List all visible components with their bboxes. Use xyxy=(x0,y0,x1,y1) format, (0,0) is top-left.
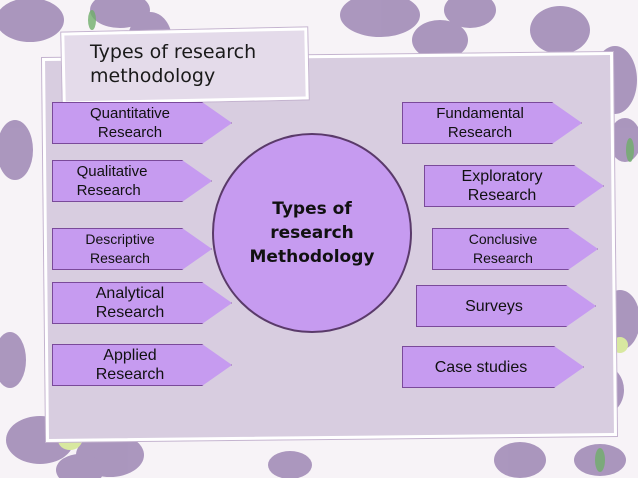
right-item-label: Fundamental Research xyxy=(436,105,524,141)
right-item-label: Conclusive Research xyxy=(468,231,538,266)
left-item-label: Analytical Research xyxy=(95,285,165,321)
left-item-applied: Applied Research xyxy=(52,344,232,386)
right-item-exploratory: Exploratory Research xyxy=(424,165,604,207)
right-item-label: Exploratory Research xyxy=(461,168,543,204)
right-item-fundamental: Fundamental Research xyxy=(402,102,582,144)
right-item-label: Surveys xyxy=(465,297,523,315)
left-item-qualitative: Qualitative Research xyxy=(52,160,212,202)
left-item-label: Quantitative Research xyxy=(89,105,171,141)
slide-title: Types of research methodology xyxy=(90,41,257,87)
left-item-quantitative: Quantitative Research xyxy=(52,102,232,144)
center-label: Types of research Methodology xyxy=(249,199,375,267)
left-item-label: Descriptive Research xyxy=(85,231,155,266)
right-item-label: Case studies xyxy=(434,358,528,376)
left-item-descriptive: Descriptive Research xyxy=(52,228,212,270)
center-node: Types of research Methodology xyxy=(212,133,412,333)
left-item-label: Qualitative Research xyxy=(76,163,148,199)
left-item-analytical: Analytical Research xyxy=(52,282,232,324)
right-item-conclusive: Conclusive Research xyxy=(432,228,598,270)
right-item-surveys: Surveys xyxy=(416,285,596,327)
left-item-label: Applied Research xyxy=(95,347,165,383)
right-item-case-studies: Case studies xyxy=(402,346,584,388)
